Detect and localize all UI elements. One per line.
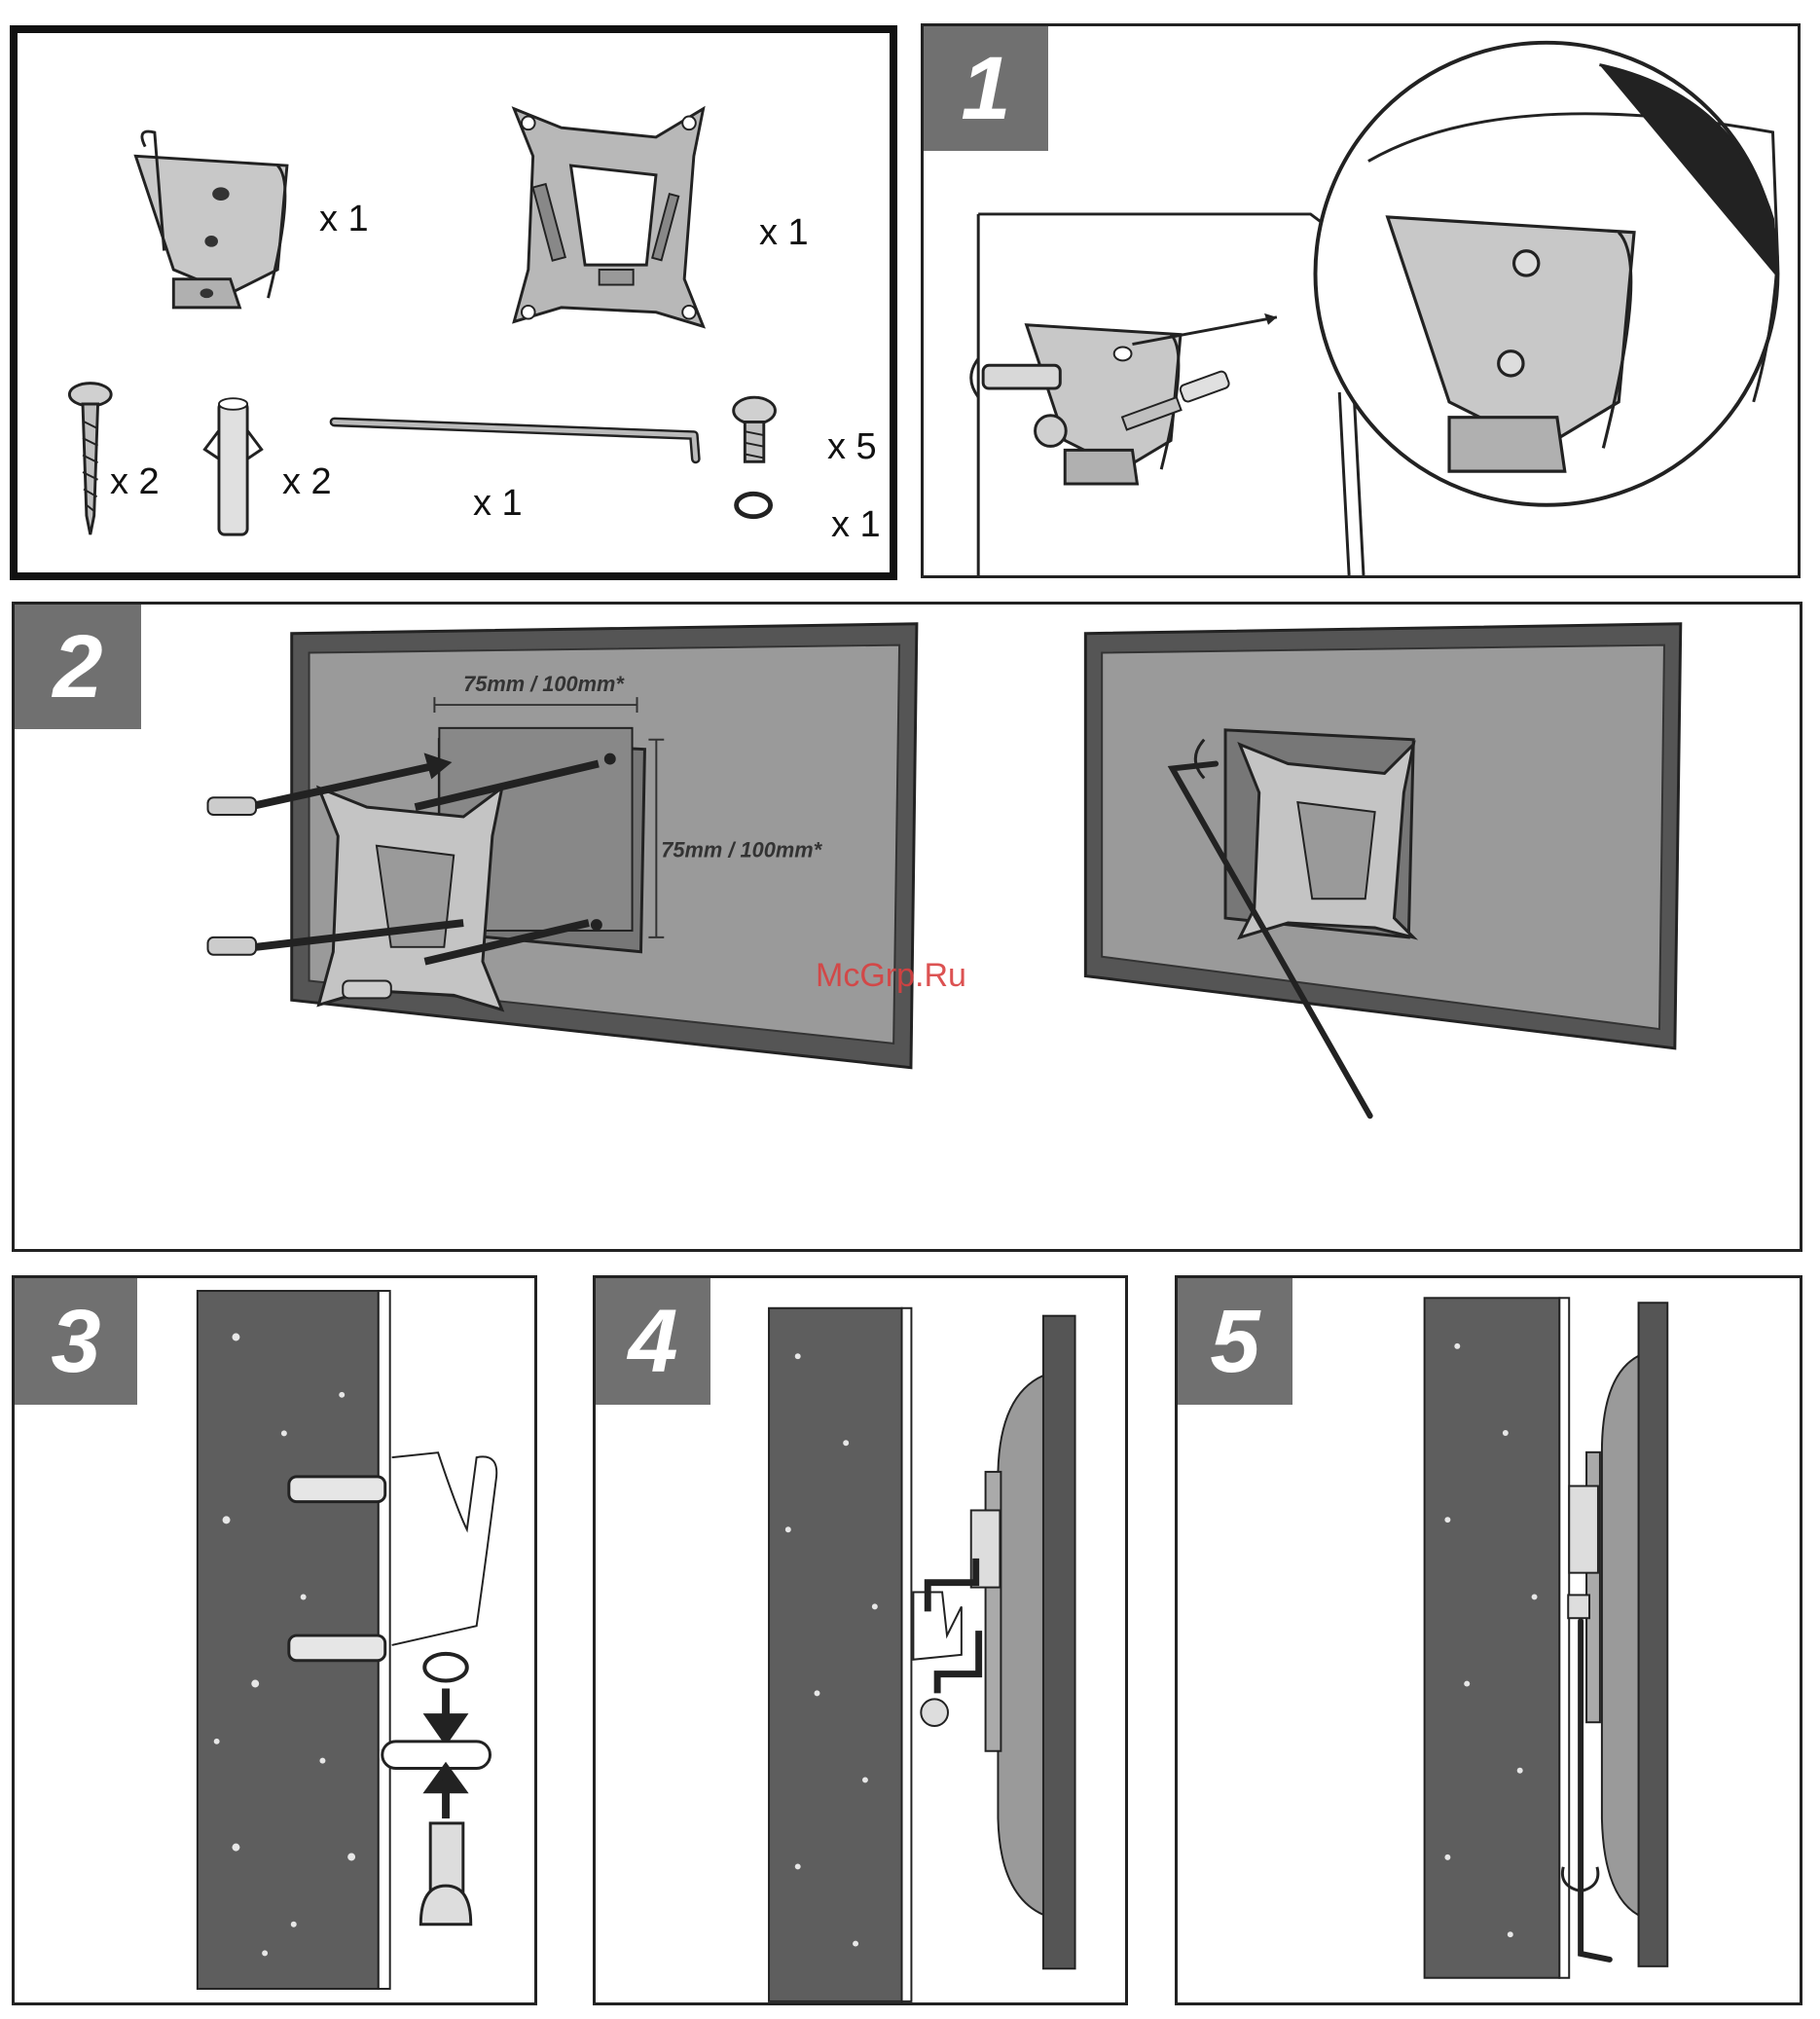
step-2-illustration: 75mm / 100mm* 75mm / 100mm* xyxy=(15,605,1800,1249)
step-4-badge: 4 xyxy=(596,1278,710,1405)
step-1-illustration xyxy=(924,26,1798,575)
machine-screw-qty: x 5 xyxy=(827,426,877,468)
step-2-panel: 75mm / 100mm* 75mm / 100mm* 2 xyxy=(12,602,1802,1252)
step-2-right-tv xyxy=(1085,624,1680,1116)
step-1-zoom-detail xyxy=(1315,43,1777,505)
step-2-left-tv: 75mm / 100mm* 75mm / 100mm* xyxy=(208,624,917,1068)
wood-screw-qty: x 2 xyxy=(110,461,160,503)
step-2-badge: 2 xyxy=(15,605,141,729)
step-5-panel: 5 xyxy=(1175,1275,1802,2005)
wall-plug-part xyxy=(204,398,261,534)
horizontal-dimension: 75mm / 100mm* xyxy=(463,672,625,696)
step-4-number: 4 xyxy=(628,1291,677,1393)
watermark: McGrp.Ru xyxy=(816,957,966,995)
step-3-badge: 3 xyxy=(15,1278,137,1405)
washer-part xyxy=(737,494,771,516)
machine-screw-part xyxy=(734,397,776,461)
step-1-number: 1 xyxy=(961,38,1010,140)
wall-bracket-part xyxy=(135,131,287,308)
wall-plug-qty: x 2 xyxy=(282,461,332,503)
wall-bracket-qty: x 1 xyxy=(319,199,369,240)
step-5-number: 5 xyxy=(1210,1291,1259,1393)
step-1-panel: 1 xyxy=(921,23,1801,578)
parts-panel: x 1 x 1 x 2 x 2 x 1 x 5 x 1 xyxy=(10,25,897,580)
step-1-badge: 1 xyxy=(924,26,1048,151)
vesa-plate-part xyxy=(514,109,703,327)
hex-key-qty: x 1 xyxy=(473,483,523,525)
wood-screw-part xyxy=(69,384,111,535)
step-5-badge: 5 xyxy=(1178,1278,1292,1405)
vesa-plate-qty: x 1 xyxy=(759,212,809,254)
washer-qty: x 1 xyxy=(831,504,881,546)
step-2-number: 2 xyxy=(53,616,102,718)
step-3-number: 3 xyxy=(51,1291,100,1393)
hex-key-part xyxy=(335,422,696,459)
step-3-panel: 3 xyxy=(12,1275,537,2005)
vertical-dimension: 75mm / 100mm* xyxy=(661,838,822,863)
step-4-panel: 4 xyxy=(593,1275,1128,2005)
